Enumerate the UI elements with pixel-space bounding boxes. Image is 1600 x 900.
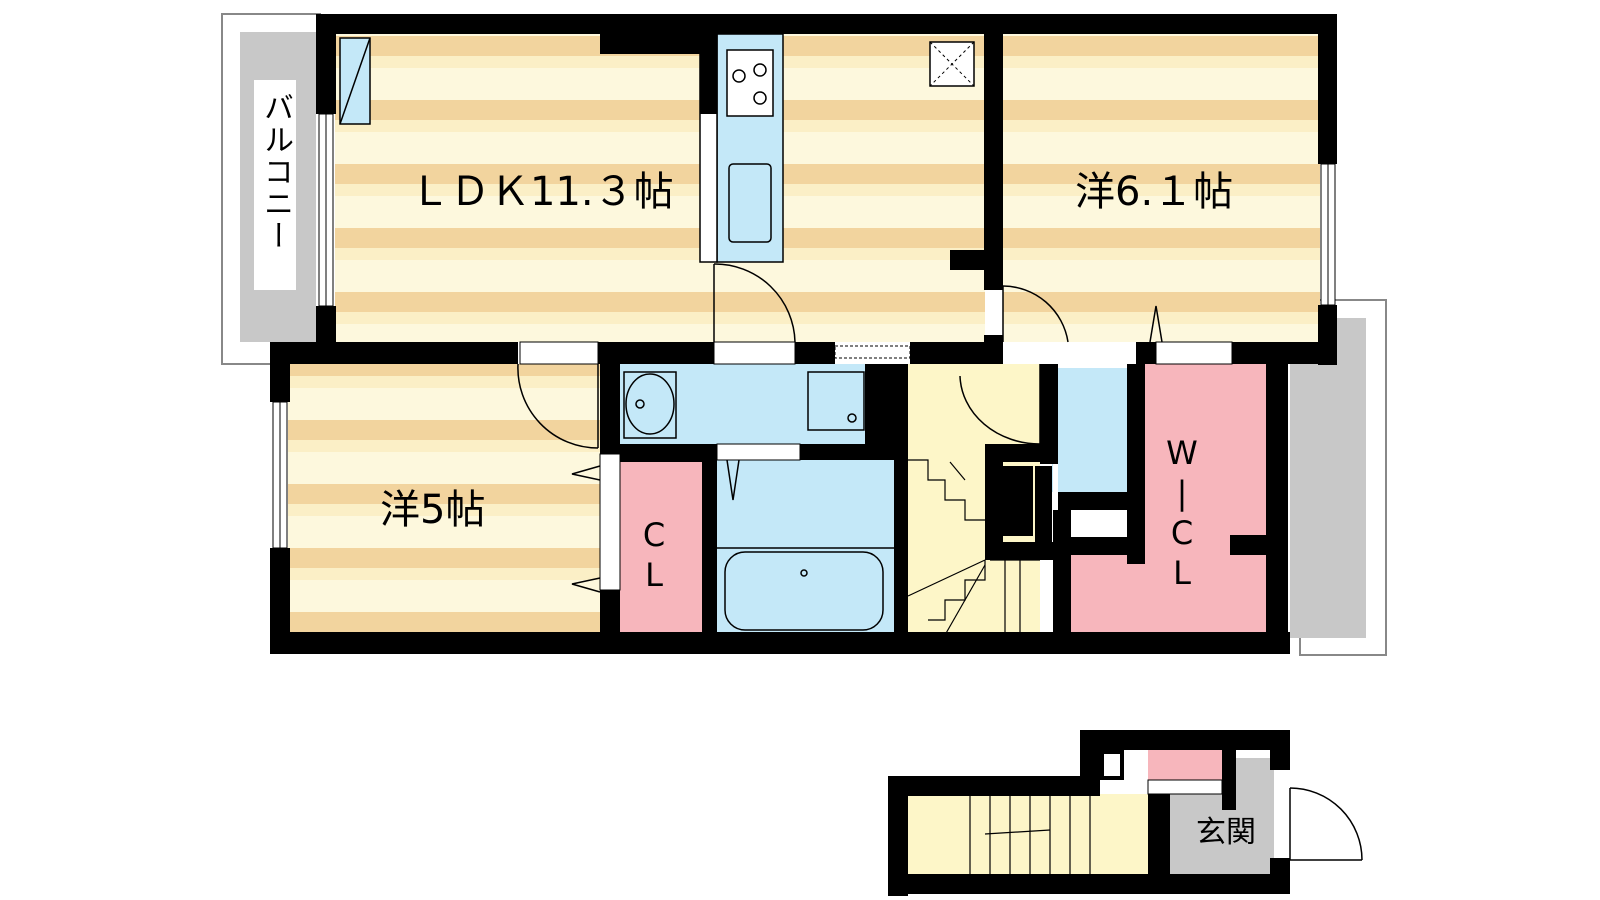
kitchen-sink xyxy=(728,163,772,243)
entrance-door xyxy=(1289,787,1363,861)
bathtub xyxy=(724,551,884,631)
upper-walls xyxy=(270,14,1337,654)
west-room-5-floor xyxy=(288,364,600,634)
stove-top xyxy=(726,49,774,117)
washing-machine xyxy=(807,371,865,431)
windows xyxy=(272,113,1336,549)
balcony-label: バルコニー xyxy=(258,92,293,252)
upper-stairs xyxy=(907,459,1040,636)
doors xyxy=(517,263,1163,593)
ldk-label: ＬＤＫ11.３帖 xyxy=(410,169,674,215)
ldk-floor xyxy=(335,32,985,342)
entrance-label: 玄関 xyxy=(1196,815,1256,850)
right-balcony-area xyxy=(1290,318,1366,638)
west-room-6-label: 洋6.１帖 xyxy=(1075,169,1234,215)
wic-label: W|CL xyxy=(1163,434,1201,594)
lower-stair-floor xyxy=(908,794,1170,874)
lower-walls xyxy=(888,730,1290,896)
closet-floor xyxy=(620,462,702,635)
balcony-label-bg xyxy=(254,80,296,290)
closet-label: CL xyxy=(635,516,673,596)
lower-storage xyxy=(1148,750,1222,780)
lower-stairs xyxy=(969,794,1091,874)
west-room-6-floor xyxy=(1003,32,1320,342)
toilet-room-floor-2 xyxy=(1058,368,1130,492)
west-room-5-label: 洋5帖 xyxy=(380,487,486,533)
lower-storage-2 xyxy=(1147,779,1223,795)
